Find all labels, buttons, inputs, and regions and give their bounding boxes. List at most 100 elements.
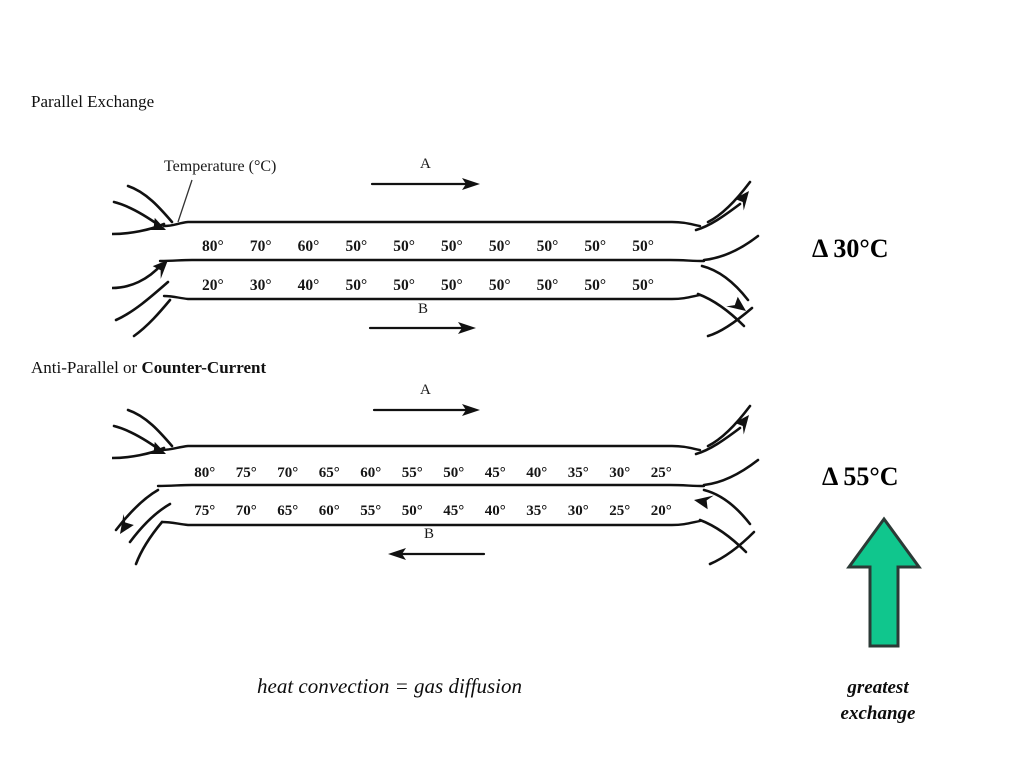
temperature-cell: 20° — [202, 277, 224, 294]
channel-shared-wall — [156, 483, 706, 488]
temperature-cell: 35° — [526, 503, 548, 519]
outflow-stream-a-3 — [702, 458, 760, 487]
temperature-row-channel-b: 20° 30° 40° 50° 50° 50° 50° 50° 50° 50° — [189, 278, 667, 294]
temperature-row-channel-b: 75° 70° 65° 60° 55° 50° 45° 40° 35° 30° … — [184, 504, 682, 519]
temperature-cell: 50° — [488, 277, 511, 294]
channel-shared-wall — [158, 258, 706, 263]
temperature-cell: 50° — [584, 277, 607, 294]
outflow-stream-b-3 — [706, 306, 754, 338]
temperature-cell: 50° — [536, 277, 559, 294]
inflow-arrowhead-b — [152, 260, 168, 279]
temperature-cell: 60° — [318, 503, 340, 519]
inflow-stream-b-2 — [114, 280, 170, 322]
temperature-cell: 65° — [277, 503, 299, 519]
temperature-cell: 40° — [297, 277, 320, 294]
delta-label-counter-current: Δ 55°C — [822, 462, 899, 491]
temperature-row-channel-a: 80° 75° 70° 65° 60° 55° 50° 45° 40° 35° … — [184, 466, 682, 481]
temperature-cell: 50° — [443, 465, 465, 481]
inflow-stream-b-3 — [708, 530, 756, 566]
inflow-stream-a-1 — [112, 200, 162, 228]
outflow-stream-a-3 — [702, 234, 760, 262]
caption-greatest-exchange: greatest exchange — [813, 675, 943, 726]
temperature-cell: 25° — [650, 465, 672, 481]
inflow-stream-b-3 — [132, 298, 172, 338]
outflow-stream-b-3 — [134, 520, 164, 566]
flow-label-b: B — [424, 526, 435, 542]
temperature-cell: 70° — [277, 465, 299, 481]
caption-greatest-line-2: exchange — [840, 702, 916, 724]
temperature-cell: 40° — [484, 503, 506, 519]
temperature-cell: 40° — [526, 465, 548, 481]
temperature-cell: 50° — [393, 277, 415, 294]
delta-label-parallel: Δ 30°C — [812, 234, 889, 263]
temperature-cell: 75° — [194, 503, 216, 519]
inflow-stream-a-2 — [126, 408, 174, 448]
parallel-exchange-diagram: Temperature (°C) A B 80° 70° 60° 50° 50°… — [112, 156, 772, 340]
channel-b-bottom-wall — [160, 519, 702, 527]
temperature-cell: 65° — [318, 465, 340, 481]
temperature-cell: 50° — [488, 238, 511, 255]
temperature-cell: 20° — [650, 503, 672, 519]
temperature-cell: 50° — [632, 277, 654, 294]
flow-label-a: A — [420, 156, 431, 172]
heading-counter-current-emphasis: Counter-Current — [141, 358, 267, 377]
up-arrow-icon — [846, 516, 922, 648]
temperature-cell: 50° — [345, 238, 368, 255]
channel-b-bottom-wall — [162, 293, 702, 301]
flow-arrow-a — [370, 178, 480, 190]
heading-counter-current: Anti-Parallel or Counter-Current — [31, 358, 267, 378]
outflow-stream-a-1 — [694, 202, 742, 232]
temperature-cell: 75° — [235, 465, 257, 481]
temperature-cell: 30° — [567, 503, 589, 519]
outflow-stream-b-2 — [128, 502, 172, 544]
heading-parallel-exchange-text: Parallel Exchange — [31, 92, 155, 111]
outflow-arrowhead-b — [120, 514, 134, 534]
caption-heat-convection-equals-gas-diffusion: heat convection = gas diffusion — [257, 674, 522, 698]
temperature-cell: 55° — [401, 465, 423, 481]
outflow-arrowhead-a — [734, 415, 749, 435]
temperature-row-channel-a: 80° 70° 60° 50° 50° 50° 50° 50° 50° 50° — [189, 239, 667, 255]
temperature-callout-leader — [177, 179, 193, 223]
inflow-stream-a-2 — [126, 184, 174, 224]
temperature-cell: 60° — [297, 238, 320, 255]
flow-arrow-b — [368, 322, 476, 334]
temperature-cell: 50° — [632, 238, 654, 255]
flow-arrow-a — [372, 404, 480, 416]
outflow-stream-b-1 — [114, 488, 160, 532]
temperature-cell: 30° — [609, 465, 631, 481]
outflow-stream-a-2 — [706, 180, 752, 224]
temperature-cell: 80° — [202, 238, 224, 255]
temperature-cell: 55° — [360, 503, 382, 519]
inflow-stream-a-1 — [112, 424, 162, 452]
outflow-stream-a-2 — [706, 404, 752, 448]
temperature-cell: 30° — [249, 277, 272, 294]
temperature-cell: 25° — [609, 503, 631, 519]
temperature-cell: 70° — [249, 238, 272, 255]
temperature-cell: 50° — [441, 238, 463, 255]
inflow-arrowhead-a — [145, 217, 166, 230]
temperature-cell: 80° — [194, 465, 216, 481]
flow-label-b: B — [418, 301, 429, 317]
inflow-arrowhead-b — [694, 495, 714, 510]
heading-parallel-exchange: Parallel Exchange — [31, 92, 155, 112]
flow-label-a: A — [420, 382, 431, 398]
temperature-cell: 60° — [360, 465, 382, 481]
temperature-cell: 50° — [441, 277, 463, 294]
counter-current-diagram: A B 80° 75° 70° 65° 60° 55° 50° 45° 40° … — [112, 382, 772, 568]
green-up-arrow — [845, 515, 923, 655]
outflow-stream-a-1 — [694, 426, 742, 456]
temperature-cell: 50° — [584, 238, 607, 255]
outflow-stream-b-1 — [700, 264, 750, 302]
parallel-exchange-schematic — [112, 178, 760, 338]
inflow-stream-b-1 — [702, 488, 752, 526]
temperature-cell: 45° — [443, 503, 465, 519]
outflow-arrowhead-b — [726, 296, 746, 311]
caption-greatest-line-1: greatest — [847, 677, 909, 698]
temperature-cell: 50° — [345, 277, 368, 294]
temperature-cell: 35° — [567, 465, 589, 481]
temperature-cell: 50° — [401, 503, 423, 519]
temperature-cell: 70° — [235, 503, 257, 519]
channel-a-top-wall — [160, 444, 702, 452]
channel-a-top-wall — [162, 220, 702, 228]
flow-arrow-b — [388, 548, 486, 560]
